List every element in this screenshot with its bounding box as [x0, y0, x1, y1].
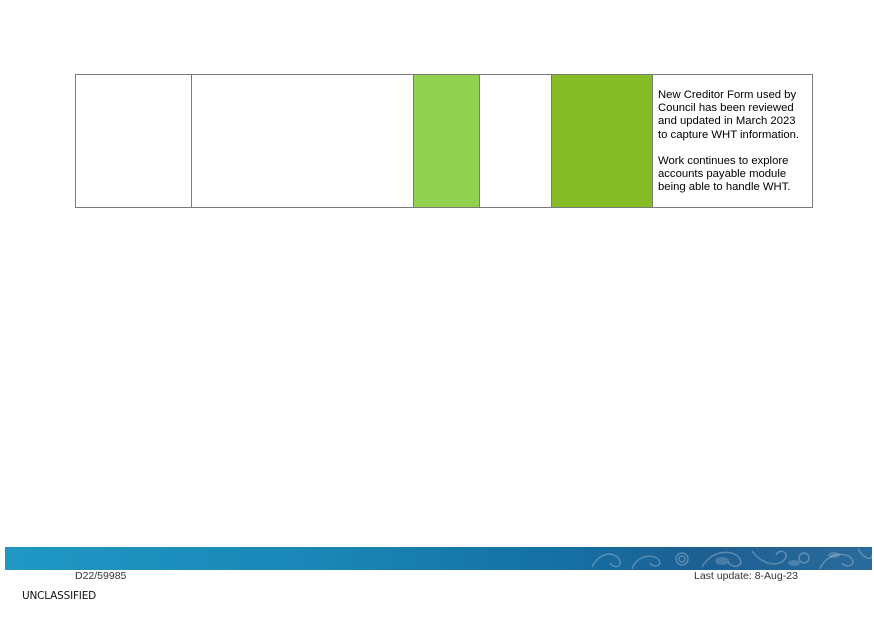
comment-cell: New Creditor Form used by Council has be…: [652, 73, 813, 209]
koru-pattern-decoration: [591, 548, 872, 570]
status-light-green-cell: [413, 73, 480, 209]
table-row: New Creditor Form used by Council has be…: [75, 73, 813, 209]
footer-banner: [5, 547, 872, 570]
comment-paragraph: New Creditor Form used by Council has be…: [658, 89, 800, 141]
classification-label: UNCLASSIFIED: [22, 590, 97, 602]
comment-paragraph: Work continues to explore accounts payab…: [658, 154, 791, 194]
empty-cell: [75, 73, 192, 209]
empty-cell: [191, 73, 414, 209]
document-reference: D22/59985: [75, 570, 127, 582]
status-green-cell: [551, 73, 653, 209]
last-update-date: Last update: 8-Aug-23: [694, 570, 798, 582]
empty-cell: [479, 73, 552, 209]
action-status-table: New Creditor Form used by Council has be…: [75, 73, 813, 209]
